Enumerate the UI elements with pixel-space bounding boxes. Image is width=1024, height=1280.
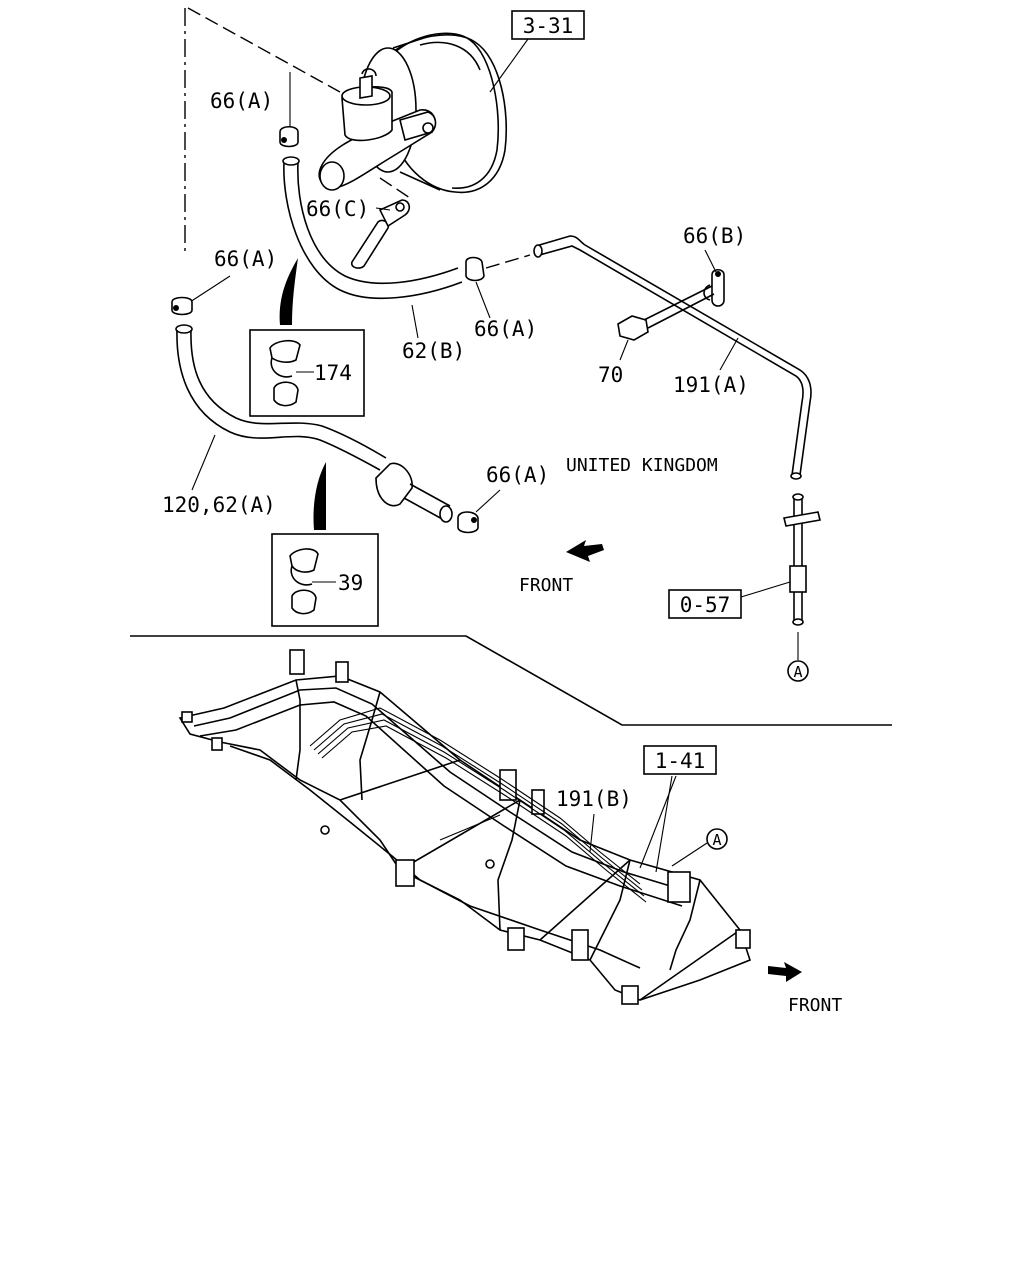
ref-box-booster: 3-31: [489, 10, 585, 93]
region-note: UNITED KINGDOM: [566, 455, 718, 476]
callout-clamp-top: 66(A): [210, 89, 273, 113]
ref-pipe-end-label: 0-57: [680, 593, 731, 617]
ref-box-frame: 1-41: [639, 745, 717, 873]
clip-b-icon: [703, 268, 725, 307]
callout-hose-b: 62(B): [402, 339, 465, 363]
pointer-wedge: [313, 462, 326, 530]
connector-lower-label: A: [712, 831, 721, 849]
front-label-upper: FRONT: [519, 575, 573, 596]
ref-booster-label: 3-31: [523, 14, 574, 38]
callout-clamp-left: 66(A): [214, 247, 277, 271]
callout-clip-c: 66(C): [306, 197, 369, 221]
pipe-191a-icon: [533, 235, 812, 480]
check-valve-icon: [350, 177, 411, 269]
callout-clip-39: 39: [338, 571, 363, 595]
callout-clamp-mid: 66(A): [474, 317, 537, 341]
connector-upper-label: A: [793, 663, 802, 681]
leader-lines-top: [184, 7, 341, 255]
bolt-icon: [617, 285, 715, 341]
ref-frame-label: 1-41: [655, 749, 706, 773]
connector-marker-upper: A: [787, 660, 809, 682]
front-arrow-icon: [566, 540, 604, 562]
master-cylinder-icon: [318, 68, 437, 191]
chassis-frame-icon: [178, 649, 751, 1005]
hose-62b-icon: [282, 156, 463, 300]
callout-clip-174: 174: [314, 361, 352, 385]
section-divider: [130, 635, 892, 726]
callout-clamp-lower: 66(A): [486, 463, 549, 487]
callout-pipe-a: 191(A): [673, 373, 749, 397]
detail-box-clip-39: 39: [271, 533, 379, 627]
front-label-lower: FRONT: [788, 995, 842, 1016]
front-arrow-icon: [768, 962, 802, 982]
pointer-wedge: [279, 258, 298, 325]
ref-box-pipe-end: 0-57: [668, 581, 791, 619]
clamp-icon: [279, 125, 299, 148]
detail-box-clip-174: 174: [249, 329, 365, 417]
clamp-icon: [457, 511, 479, 534]
callout-pipe-b: 191(B): [556, 787, 632, 811]
callout-bolt: 70: [598, 363, 623, 387]
callout-hose-a: 120,62(A): [162, 493, 276, 517]
hose-62a-icon: [175, 324, 453, 523]
clamp-icon: [465, 256, 485, 282]
callout-clip-b: 66(B): [683, 224, 746, 248]
clamp-icon: [171, 296, 193, 316]
pipe-end-icon: [783, 493, 821, 660]
connector-marker-lower: A: [671, 828, 728, 867]
